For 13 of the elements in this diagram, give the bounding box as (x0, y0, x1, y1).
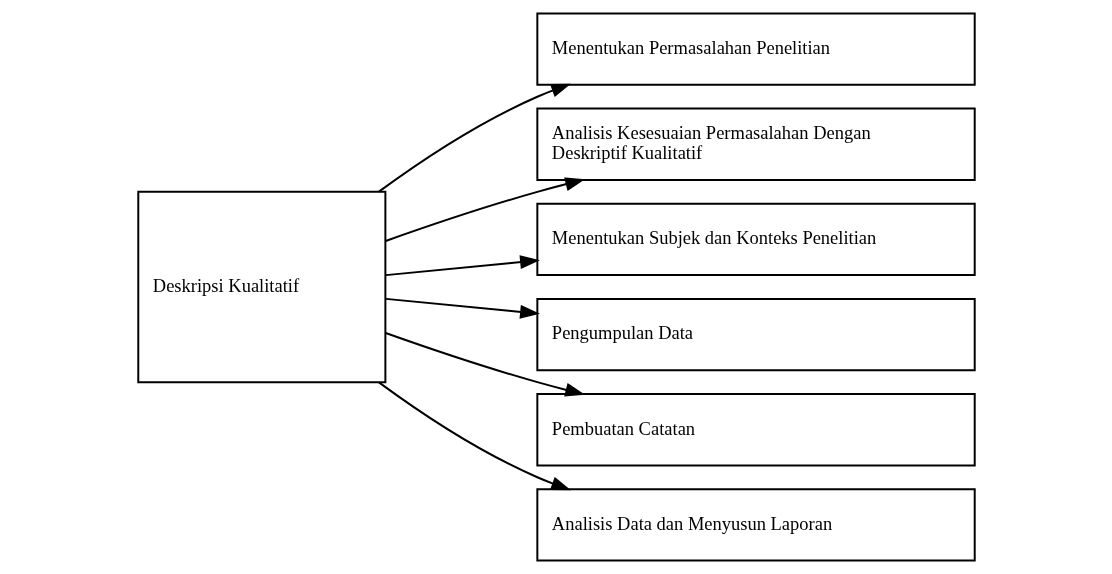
node-box: Menentukan Subjek dan Konteks Penelitian (535, 202, 976, 277)
arrow (384, 332, 585, 397)
node-box: Menentukan Permasalahan Penelitian (535, 12, 976, 86)
arrow (377, 381, 571, 491)
node-box: Deskripsi Kualitatif (136, 190, 386, 384)
node-box: Pembuatan Catatan (535, 393, 976, 467)
arrow (384, 297, 540, 319)
node-box: Pengumpulan Data (535, 297, 976, 372)
arrow (377, 83, 571, 193)
node-box: Analisis Data dan Menyusun Laporan (535, 488, 976, 562)
arrow (384, 177, 585, 242)
arrow (384, 255, 540, 277)
node-box: Analisis Kesesuaian Permasalahan Dengan Deskriptif Kualitatif (535, 107, 976, 181)
